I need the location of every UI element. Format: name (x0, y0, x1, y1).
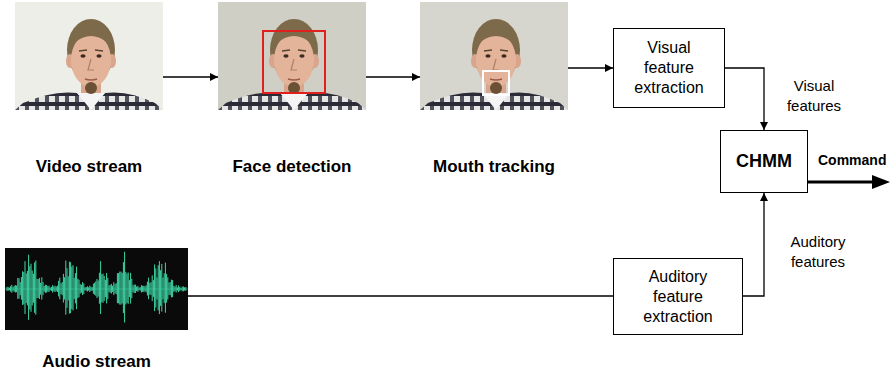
stage-caption: Audio stream (5, 352, 188, 372)
command-arrow (808, 175, 890, 189)
edge-label: Visual features (778, 76, 850, 117)
box-text: CHMM (736, 150, 792, 173)
flow-arrow (568, 67, 613, 68)
flow-arrow (725, 68, 764, 130)
flow-arrow (163, 76, 218, 77)
process-box: Auditory feature extraction (613, 258, 743, 335)
audio-node: Audio stream (5, 248, 188, 372)
video-photo (15, 2, 163, 110)
flow-arrow (188, 295, 613, 296)
model-box: CHMM (720, 130, 808, 193)
stage-caption: Mouth tracking (420, 157, 568, 177)
flow-arrow (366, 76, 420, 77)
image-frame (218, 2, 366, 110)
photo-node: Mouth tracking (420, 2, 568, 177)
box-text: Visual feature extraction (624, 38, 714, 98)
image-frame (15, 2, 163, 110)
process-box: Visual feature extraction (613, 28, 725, 108)
audio-waveform (5, 248, 188, 330)
image-frame (420, 2, 568, 110)
mouth-photo (420, 2, 568, 110)
box-text: Auditory feature extraction (624, 267, 732, 327)
photo-node: Face detection (218, 2, 366, 177)
image-frame (5, 248, 188, 330)
stage-caption: Video stream (15, 157, 163, 177)
flow-arrow (743, 193, 764, 296)
stage-caption: Face detection (218, 157, 366, 177)
photo-node: Video stream (15, 2, 163, 177)
face-photo (218, 2, 366, 110)
waveform-trace (7, 252, 186, 323)
edge-label: Auditory features (778, 232, 858, 273)
output-label: Command (818, 152, 886, 168)
